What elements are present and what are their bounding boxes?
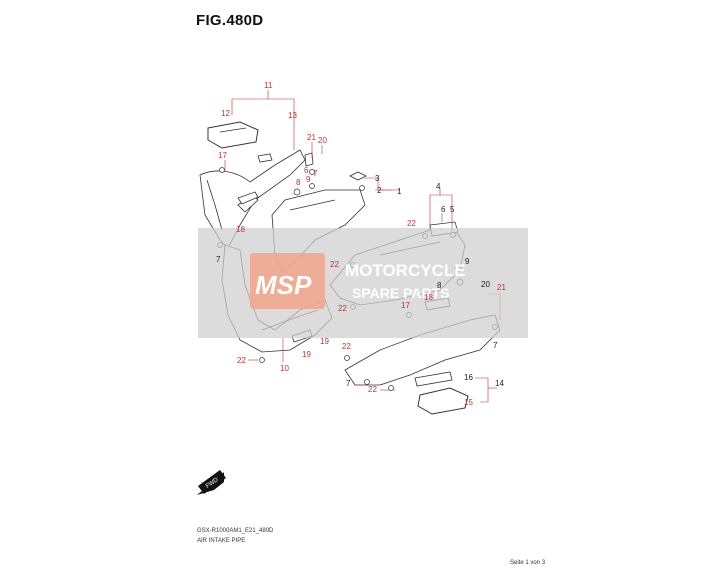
watermark-logo-box [250,253,325,309]
callout-8a: 8 [296,178,301,187]
callout-21a: 21 [307,133,316,142]
watermark: MSP MOTORCYCLE SPARE PARTS [198,228,528,338]
callout-22b: 22 [407,219,416,228]
cowl-contour [206,179,223,231]
fwd-arrow-badge: FWD [197,470,226,495]
callout-19b: 19 [302,350,311,359]
left-logo-emblem [207,121,259,149]
callout-22a: 22 [330,260,339,269]
callout-15: 15 [464,398,473,407]
right-logo-emblem [417,387,469,415]
sticker-13 [257,153,273,163]
callout-17b: 17 [401,301,410,310]
callout-18b: 18 [424,293,433,302]
callout-22f: 22 [368,385,377,394]
callout-9a: 9 [306,175,311,184]
callout-1: 1 [397,187,402,196]
callout-6a: 6 [304,166,309,175]
sticker-20a [304,152,314,167]
sticker-3 [349,171,367,181]
watermark-band [198,228,528,338]
footer-figure-name: AIR INTAKE PIPE [197,538,246,544]
footer-model-code: GSX-R1000AM1_E21_480D [197,528,274,534]
sticker-18a [237,191,259,205]
callout-17a: 17 [218,151,227,160]
callout-21b: 21 [497,283,506,292]
callout-7d: 7 [346,379,351,388]
watermark-logo: MSP [255,270,312,300]
watermark-line1: MOTORCYCLE [345,261,466,280]
callout-8b: 8 [437,281,442,290]
callout-22c: 22 [338,304,347,313]
sticker-16 [414,371,453,387]
callout-7a: 7 [313,169,318,178]
callout-7b: 7 [216,255,221,264]
callout-18a: 18 [236,225,245,234]
callout-20b: 20 [481,280,490,289]
pipe-contour [289,199,336,211]
callout-3: 3 [375,174,380,183]
callout-14: 14 [495,379,504,388]
callout-6b: 6 [441,205,446,214]
callout-5: 5 [450,205,455,214]
callout-12: 12 [221,109,230,118]
callout-13: 13 [288,111,297,120]
callout-16: 16 [464,373,473,382]
watermark-line2: SPARE PARTS [352,285,450,301]
callout-19a: 19 [320,337,329,346]
callout-2: 2 [377,186,382,195]
callout-7c: 7 [493,341,498,350]
figure-title: FIG.480D [196,12,264,29]
callout-11: 11 [264,81,273,90]
emblem-stroke [219,127,247,133]
callout-22d: 22 [342,342,351,351]
callout-9b: 9 [465,257,470,266]
callout-20a: 20 [318,136,327,145]
leader-lines [224,90,501,403]
callout-labels: 11 12 13 17 21 20 6 7 9 8 3 2 1 18 7 22 … [216,81,506,407]
footer-page-number: Seite 1 von 3 [510,560,546,566]
callout-22e: 22 [237,356,246,365]
callout-4: 4 [436,182,441,191]
callout-10: 10 [280,364,289,373]
